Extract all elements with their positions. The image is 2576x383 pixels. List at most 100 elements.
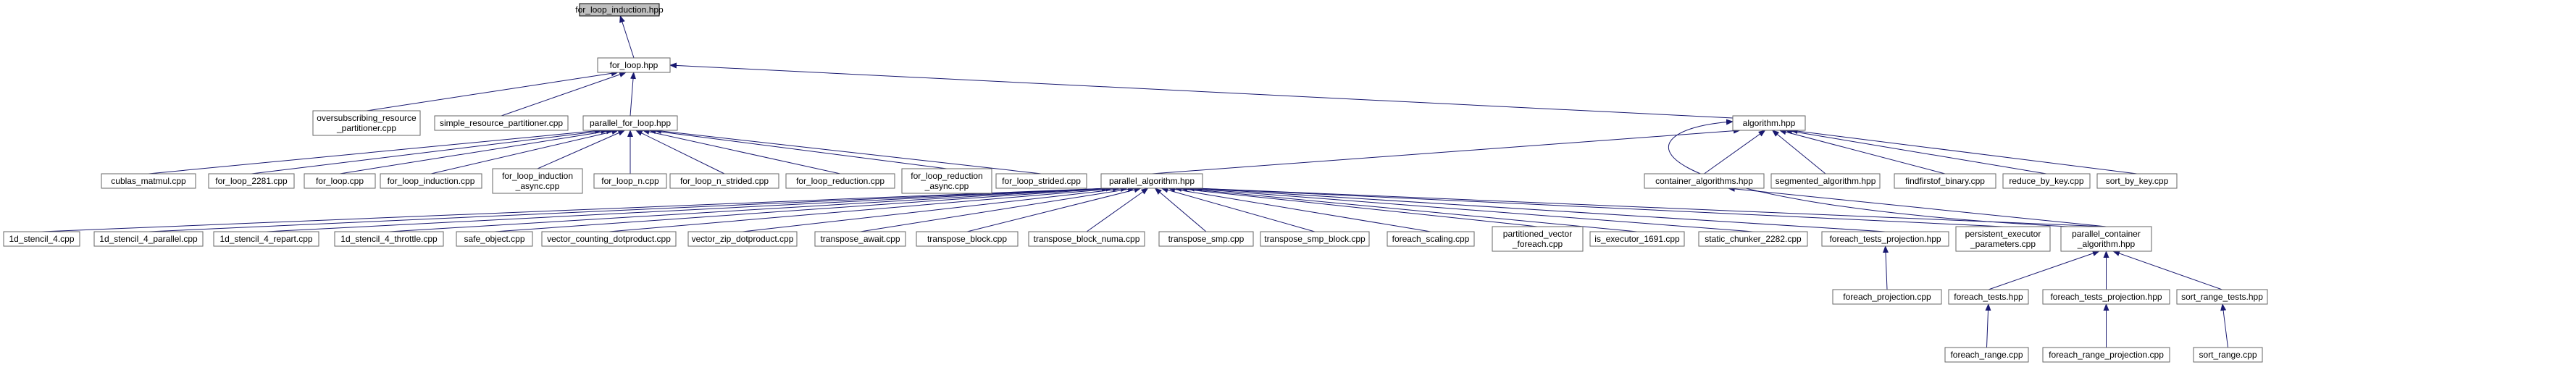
node-simple_res[interactable]: simple_resource_partitioner.cpp bbox=[434, 115, 569, 131]
node-fproj[interactable]: foreach_projection.cpp bbox=[1832, 289, 1942, 305]
node-box[interactable] bbox=[2060, 226, 2152, 252]
node-pers_exec[interactable]: persistent_executor_parameters.cpp bbox=[1955, 226, 2051, 252]
node-ftests[interactable]: foreach_tests.hpp bbox=[1948, 289, 2029, 305]
node-findfirstof[interactable]: findfirstof_binary.cpp bbox=[1894, 173, 1996, 189]
node-par_alg[interactable]: parallel_algorithm.hpp bbox=[1100, 173, 1203, 189]
node-box[interactable] bbox=[3, 231, 80, 247]
node-s1drep[interactable]: 1d_stencil_4_repart.cpp bbox=[213, 231, 319, 247]
node-box[interactable] bbox=[901, 168, 992, 194]
node-box[interactable] bbox=[2096, 173, 2178, 189]
node-box[interactable] bbox=[1158, 231, 1254, 247]
node-srtests[interactable]: sort_range_tests.hpp bbox=[2176, 289, 2268, 305]
edge-frange-to-ftests bbox=[1985, 303, 1991, 348]
node-tbnuma[interactable]: transpose_block_numa.cpp bbox=[1028, 231, 1145, 247]
node-box[interactable] bbox=[1944, 347, 2029, 363]
node-safeobj[interactable]: safe_object.cpp bbox=[456, 231, 533, 247]
node-fl2281[interactable]: for_loop_2281.cpp bbox=[208, 173, 295, 189]
node-box[interactable] bbox=[916, 231, 1019, 247]
node-box[interactable] bbox=[814, 231, 906, 247]
node-box[interactable] bbox=[1832, 289, 1942, 305]
node-box[interactable] bbox=[2042, 289, 2170, 305]
node-pca[interactable]: parallel_container_algorithm.hpp bbox=[2060, 226, 2152, 252]
node-box[interactable] bbox=[1770, 173, 1881, 189]
node-isexec[interactable]: is_executor_1691.cpp bbox=[1589, 231, 1685, 247]
node-tsmpblock[interactable]: transpose_smp_block.cpp bbox=[1260, 231, 1370, 247]
node-box[interactable] bbox=[1387, 231, 1475, 247]
node-box[interactable] bbox=[434, 115, 569, 131]
node-ftp_hpp2[interactable]: foreach_tests_projection.hpp bbox=[2042, 289, 2170, 305]
node-oversub[interactable]: oversubscribing_resource_partitioner.cpp bbox=[312, 110, 421, 136]
node-box[interactable] bbox=[208, 173, 295, 189]
node-box[interactable] bbox=[593, 173, 667, 189]
node-frangeproj[interactable]: foreach_range_projection.cpp bbox=[2042, 347, 2170, 363]
node-frange[interactable]: foreach_range.cpp bbox=[1944, 347, 2029, 363]
node-fscaling[interactable]: foreach_scaling.cpp bbox=[1387, 231, 1475, 247]
node-vcdot[interactable]: vector_counting_dotproduct.cpp bbox=[541, 231, 677, 247]
node-box[interactable] bbox=[995, 173, 1087, 189]
node-box[interactable] bbox=[334, 231, 444, 247]
node-box[interactable] bbox=[2002, 173, 2091, 189]
node-box[interactable] bbox=[582, 115, 678, 131]
node-for_loop_hpp[interactable]: for_loop.hpp bbox=[597, 57, 671, 73]
node-fln[interactable]: for_loop_n.cpp bbox=[593, 173, 667, 189]
node-flinduction[interactable]: for_loop_induction.cpp bbox=[380, 173, 482, 189]
node-tblock[interactable]: transpose_block.cpp bbox=[916, 231, 1019, 247]
node-s1dthr[interactable]: 1d_stencil_4_throttle.cpp bbox=[334, 231, 444, 247]
node-vzdot[interactable]: vector_zip_dotproduct.cpp bbox=[687, 231, 798, 247]
node-box[interactable] bbox=[1948, 289, 2029, 305]
node-box[interactable] bbox=[579, 3, 660, 17]
node-srange[interactable]: sort_range.cpp bbox=[2193, 347, 2263, 363]
node-box[interactable] bbox=[456, 231, 533, 247]
node-box[interactable] bbox=[1894, 173, 1996, 189]
node-box[interactable] bbox=[1100, 173, 1203, 189]
node-box[interactable] bbox=[687, 231, 798, 247]
node-box[interactable] bbox=[213, 231, 319, 247]
node-box[interactable] bbox=[101, 173, 196, 189]
node-reduce_by_key[interactable]: reduce_by_key.cpp bbox=[2002, 173, 2091, 189]
node-box[interactable] bbox=[785, 173, 895, 189]
node-tawait[interactable]: transpose_await.cpp bbox=[814, 231, 906, 247]
node-box[interactable] bbox=[1698, 231, 1808, 247]
node-box[interactable] bbox=[669, 173, 779, 189]
node-box[interactable] bbox=[1589, 231, 1685, 247]
node-sort_by_key[interactable]: sort_by_key.cpp bbox=[2096, 173, 2178, 189]
node-box[interactable] bbox=[93, 231, 204, 247]
node-flreduction_async[interactable]: for_loop_reduction_async.cpp bbox=[901, 168, 992, 194]
node-flcpp[interactable]: for_loop.cpp bbox=[304, 173, 376, 189]
node-box[interactable] bbox=[1260, 231, 1370, 247]
node-box[interactable] bbox=[380, 173, 482, 189]
node-box[interactable] bbox=[304, 173, 376, 189]
node-static_chunker[interactable]: static_chunker_2282.cpp bbox=[1698, 231, 1808, 247]
node-box[interactable] bbox=[1644, 173, 1765, 189]
node-segmented[interactable]: segmented_algorithm.hpp bbox=[1770, 173, 1881, 189]
node-s1dpar[interactable]: 1d_stencil_4_parallel.cpp bbox=[93, 231, 204, 247]
edge-fscaling-to-par_alg bbox=[1168, 186, 1431, 232]
node-box[interactable] bbox=[1492, 226, 1584, 252]
node-box[interactable] bbox=[541, 231, 677, 247]
node-box[interactable] bbox=[312, 110, 421, 136]
edge-isexec-to-par_alg bbox=[1180, 185, 1638, 232]
node-ftp_hpp[interactable]: foreach_tests_projection.hpp bbox=[1821, 231, 1949, 247]
node-container_alg[interactable]: container_algorithms.hpp bbox=[1644, 173, 1765, 189]
node-box[interactable] bbox=[1028, 231, 1145, 247]
node-box[interactable] bbox=[1732, 115, 1806, 131]
node-box[interactable] bbox=[597, 57, 671, 73]
node-box[interactable] bbox=[492, 168, 583, 194]
node-par_for_loop[interactable]: parallel_for_loop.hpp bbox=[582, 115, 678, 131]
node-s1d[interactable]: 1d_stencil_4.cpp bbox=[3, 231, 80, 247]
node-box[interactable] bbox=[2193, 347, 2263, 363]
edge-pca-to-par_alg bbox=[1195, 185, 2107, 227]
node-flnstrided[interactable]: for_loop_n_strided.cpp bbox=[669, 173, 779, 189]
node-algorithm[interactable]: algorithm.hpp bbox=[1732, 115, 1806, 131]
node-flinduction_async[interactable]: for_loop_induction_async.cpp bbox=[492, 168, 583, 194]
node-box[interactable] bbox=[1955, 226, 2051, 252]
node-flreduction[interactable]: for_loop_reduction.cpp bbox=[785, 173, 895, 189]
node-cublas[interactable]: cublas_matmul.cpp bbox=[101, 173, 196, 189]
node-flstrided[interactable]: for_loop_strided.cpp bbox=[995, 173, 1087, 189]
node-root[interactable]: for_loop_induction.hpp bbox=[575, 3, 664, 17]
node-pvforeach[interactable]: partitioned_vector_foreach.cpp bbox=[1492, 226, 1584, 252]
node-box[interactable] bbox=[1821, 231, 1949, 247]
node-tsmp[interactable]: transpose_smp.cpp bbox=[1158, 231, 1254, 247]
node-box[interactable] bbox=[2176, 289, 2268, 305]
node-box[interactable] bbox=[2042, 347, 2170, 363]
